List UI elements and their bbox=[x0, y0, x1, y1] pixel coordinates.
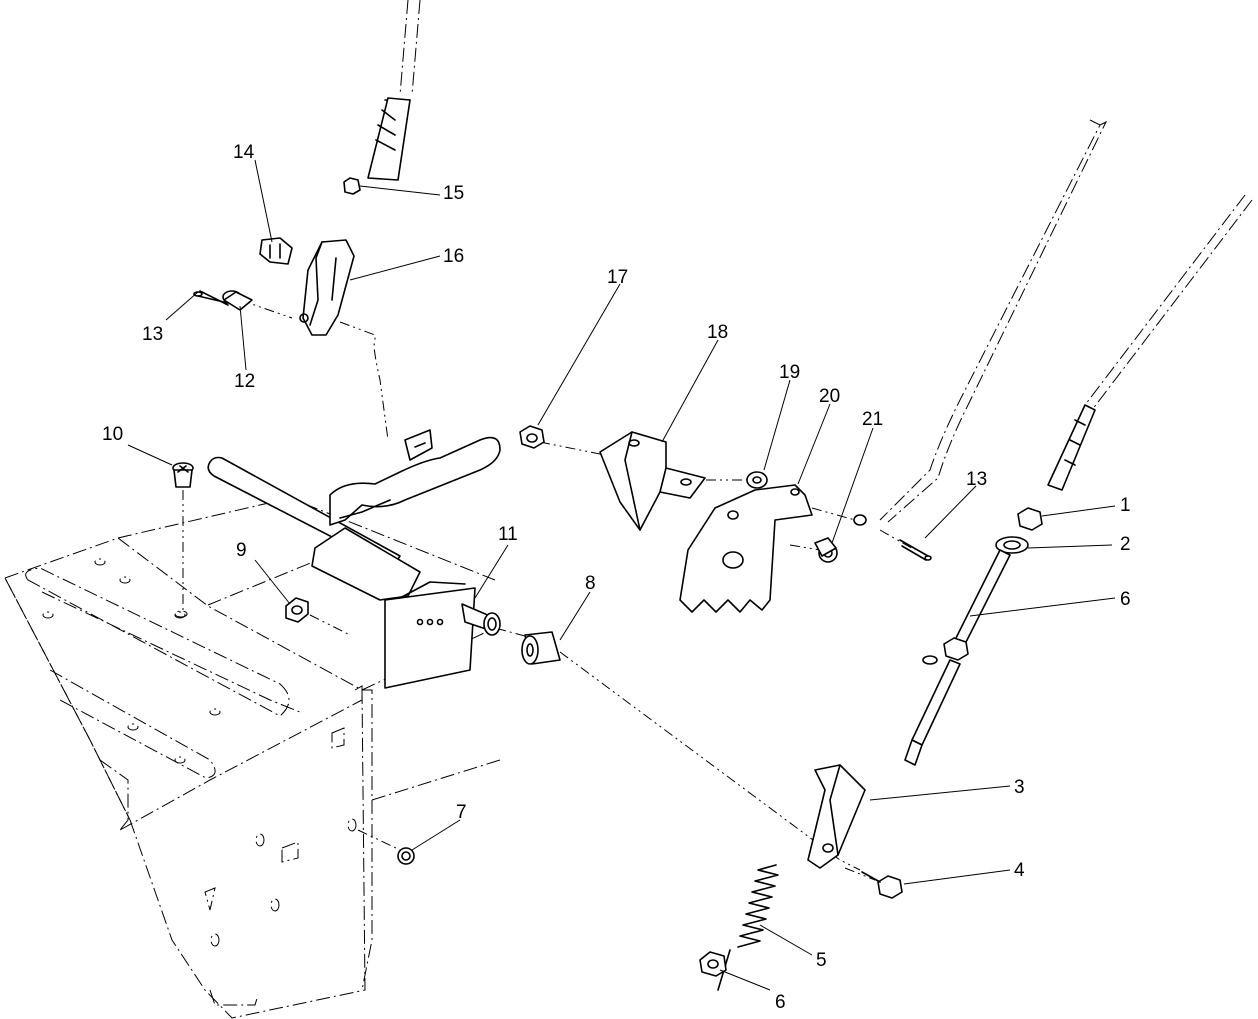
callout-6-lower: 6 bbox=[775, 992, 786, 1013]
washer-7 bbox=[397, 847, 415, 865]
phantom-rod-right bbox=[879, 119, 1108, 523]
nut-9 bbox=[285, 597, 309, 623]
callout-11: 11 bbox=[498, 524, 518, 545]
callout-15: 15 bbox=[443, 183, 464, 204]
callout-12: 12 bbox=[234, 371, 255, 392]
callout-5: 5 bbox=[816, 950, 827, 971]
cotter-pin-right bbox=[899, 539, 932, 561]
callouts: 1 2 3 4 5 6 6 7 8 9 10 11 12 13 13 14 15… bbox=[102, 142, 1131, 1013]
phantom-center bbox=[174, 299, 916, 881]
callout-6-upper: 6 bbox=[1120, 589, 1131, 610]
leader-lines bbox=[127, 159, 1116, 991]
callout-18: 18 bbox=[707, 322, 728, 343]
lever-shaft-assembly bbox=[207, 429, 501, 689]
callout-8: 8 bbox=[585, 573, 596, 594]
callout-9: 9 bbox=[236, 540, 247, 561]
bushing bbox=[521, 631, 561, 665]
callout-16: 16 bbox=[443, 246, 464, 267]
callout-2: 2 bbox=[1120, 534, 1131, 555]
callout-4: 4 bbox=[1014, 860, 1025, 881]
callout-13-right: 13 bbox=[966, 469, 987, 490]
cable-assembly bbox=[699, 194, 1253, 991]
callout-10: 10 bbox=[102, 424, 123, 445]
callout-14: 14 bbox=[233, 142, 255, 163]
plate-assembly bbox=[519, 425, 867, 613]
callout-7: 7 bbox=[456, 802, 467, 823]
callout-1: 1 bbox=[1120, 495, 1131, 516]
callout-3: 3 bbox=[1014, 777, 1025, 798]
callout-19: 19 bbox=[779, 362, 800, 383]
callout-21: 21 bbox=[862, 409, 883, 430]
frame-phantom bbox=[4, 497, 541, 1019]
callout-20: 20 bbox=[819, 386, 840, 407]
spring bbox=[717, 864, 779, 991]
bolt-10 bbox=[172, 462, 194, 488]
upper-rod-assembly bbox=[193, 0, 421, 336]
callout-17: 17 bbox=[607, 267, 628, 288]
callout-13-upper: 13 bbox=[142, 324, 163, 345]
